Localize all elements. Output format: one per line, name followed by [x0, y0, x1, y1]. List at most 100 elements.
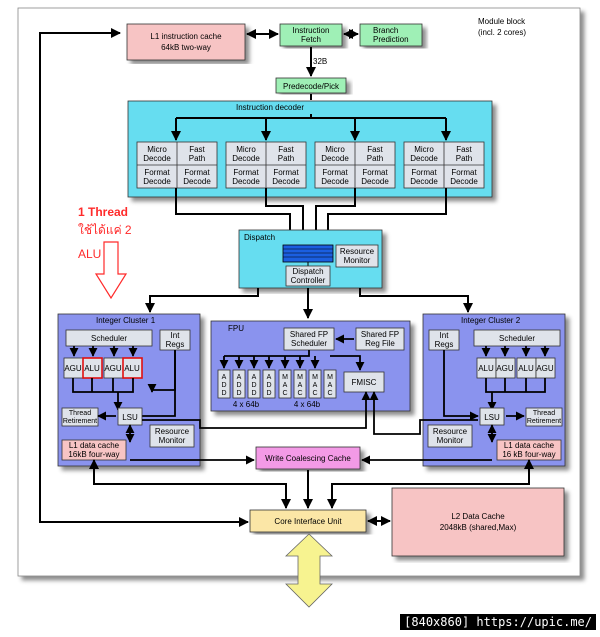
cluster2-scheduler: [473, 329, 561, 347]
lane3-format-a: Format: [322, 168, 348, 177]
fpu-fmisc-label: FMISC: [352, 378, 377, 387]
instruction-decoder-title: Instruction decoder: [236, 103, 304, 112]
cluster2-unit-2: AGU: [496, 364, 514, 373]
fpu-regfile-label: Shared FP: [361, 330, 399, 339]
system-interface-arrow: [285, 533, 333, 608]
cluster1-exec-lines: [72, 350, 176, 417]
core-interface-label: Core Interface Unit: [274, 517, 342, 526]
fpu-mac-units: M A C M A C M A C M A C: [278, 369, 337, 399]
annotation-alu: ALU: [78, 247, 101, 261]
l1-icache-label: L1 instruction cache: [150, 32, 222, 41]
cluster2-monitor-label: Monitor: [437, 436, 464, 445]
dispatch-to-clusters: [145, 288, 473, 319]
dispatch-controller-label: Dispatch: [292, 267, 323, 276]
lane1-format-b: Format: [184, 168, 210, 177]
fpu-add2-d: D: [236, 382, 241, 389]
annotation-thai: ใช้ได้แค่ 2: [78, 223, 132, 237]
core-interface-buses: [89, 459, 534, 509]
lane2-format-b: Format: [273, 168, 299, 177]
fpu-add2-a: A: [237, 374, 242, 381]
cluster1-int-label: Int: [171, 331, 181, 340]
cluster2-unit-4: AGU: [536, 364, 554, 373]
cluster2-thread-retirement: [525, 407, 563, 427]
lane3-fast: Fast: [367, 145, 383, 154]
fpu-add4-d: D: [266, 382, 271, 389]
lane1-format-a-decode: Decode: [143, 177, 171, 186]
fpu-add1-d: D: [221, 382, 226, 389]
branch-prediction-label2: Prediction: [373, 35, 409, 44]
fpu-mac1-c: C: [282, 390, 287, 397]
lane2-format-b-decode: Decode: [272, 177, 300, 186]
lane4-fast-path: Path: [456, 154, 472, 163]
fpu-scheduler-arrows: [224, 350, 365, 370]
fpu-title: FPU: [228, 324, 244, 333]
lane1-format-b-decode: Decode: [183, 177, 211, 186]
fpu-regfile-label2: Reg File: [365, 339, 395, 348]
cluster2-regs-label: Regs: [435, 340, 454, 349]
cluster2-resource-monitor: [427, 424, 473, 448]
cluster2-exec-lines: [443, 350, 546, 421]
dispatch-monitor-label: Monitor: [344, 256, 371, 265]
lane4-fast: Fast: [456, 145, 472, 154]
fpu-add1-d2: D: [221, 390, 226, 397]
cluster1-lsu-label: LSU: [122, 413, 138, 422]
core-interface-unit: [249, 509, 367, 533]
l1-instruction-cache: [126, 23, 246, 61]
lane1-micro-decode: Decode: [143, 154, 171, 163]
l2-data-cache: [391, 487, 565, 557]
fpu-mac-count: 4 x 64b: [294, 400, 321, 409]
write-coalescing-label: Write Coalescing Cache: [265, 454, 351, 463]
cluster2-dcache-size: 16 kB four-way: [502, 450, 555, 459]
dispatch-controller-label2: Controller: [291, 276, 326, 285]
cluster2-dcache-label: L1 data cache: [504, 441, 555, 450]
fpu-add2-d2: D: [236, 390, 241, 397]
cluster2-int-label: Int: [440, 331, 450, 340]
fpu-add4-d2: D: [266, 390, 271, 397]
lane3-micro-decode: Decode: [321, 154, 349, 163]
fpu-add1-a: A: [222, 374, 227, 381]
lane1-format-a: Format: [144, 168, 170, 177]
lane2-format-a-decode: Decode: [232, 177, 260, 186]
cluster1-resource-label: Resource: [155, 427, 190, 436]
fpu-shared-reg-file: [355, 327, 405, 351]
cluster1-scheduler-label: Scheduler: [91, 334, 127, 343]
instruction-fetch-label: Instruction: [293, 26, 330, 35]
instruction-fetch: [279, 23, 343, 47]
lane2-micro-decode: Decode: [232, 154, 260, 163]
cluster1-scheduler: [65, 329, 153, 347]
fpu-add-count: 4 x 64b: [233, 400, 260, 409]
fpu-mac4-c: C: [327, 390, 332, 397]
cluster1-retirement-label: Retirement: [63, 418, 97, 425]
fpu-lsu-paths: [142, 391, 478, 435]
lane3-fast-path: Path: [367, 154, 383, 163]
cluster1-regs-label: Regs: [166, 340, 185, 349]
lane4-format-b-decode: Decode: [450, 177, 478, 186]
lane1-fast: Fast: [189, 145, 205, 154]
lane2-micro: Micro: [236, 145, 256, 154]
lane4-micro-decode: Decode: [410, 154, 438, 163]
cluster1-unit-3: AGU: [104, 364, 122, 373]
fpu-mac3-a: A: [313, 382, 318, 389]
cluster1-monitor-label: Monitor: [159, 436, 186, 445]
fpu-mac4-a: A: [328, 382, 333, 389]
lane4-format-a: Format: [411, 168, 437, 177]
cluster2-scheduler-label: Scheduler: [499, 334, 535, 343]
l2-cache-size: 2048kB (shared,Max): [440, 523, 517, 532]
fpu-mac4-m: M: [327, 374, 333, 381]
fpu-scheduler-label: Shared FP: [290, 330, 328, 339]
annotation-thread: 1 Thread: [78, 205, 128, 219]
dispatch-resource-monitor: [335, 244, 379, 268]
lane1-fast-path: Path: [189, 154, 205, 163]
dispatch-resource-label: Resource: [340, 247, 375, 256]
fpu-mac3-c: C: [312, 390, 317, 397]
instruction-fetch-label2: Fetch: [301, 35, 321, 44]
fpu-mac1-m: M: [282, 374, 288, 381]
cluster1-title: Integer Cluster 1: [96, 316, 156, 325]
fpu-mac2-c: C: [297, 390, 302, 397]
cluster2-lsu-label: LSU: [484, 413, 500, 422]
cluster1-thread-label: Thread: [69, 410, 91, 417]
branch-prediction: [359, 23, 423, 47]
cluster2-scheduler-arrows: [481, 346, 550, 357]
